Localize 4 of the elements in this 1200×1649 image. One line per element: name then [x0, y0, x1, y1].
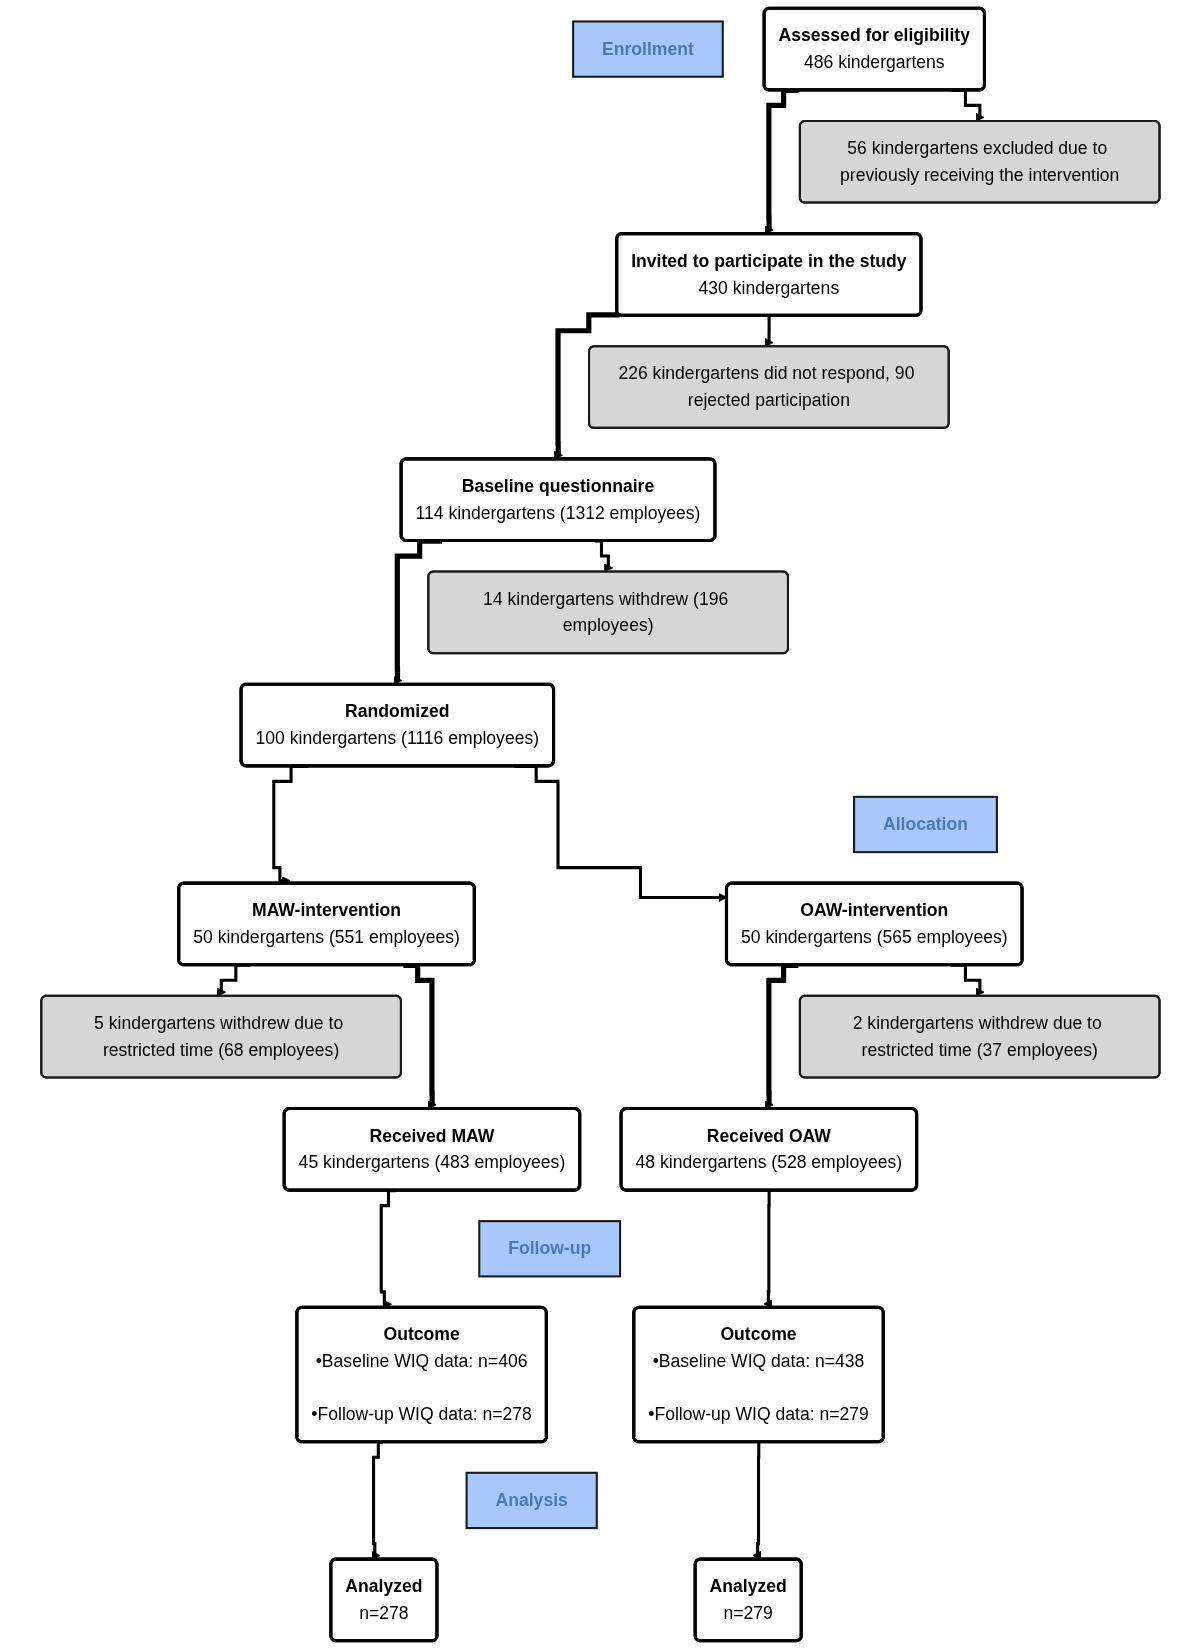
node-box: Analysis [465, 1471, 598, 1530]
node-box: Follow-up [477, 1220, 621, 1278]
node-box: Allocation [852, 795, 998, 854]
node-box: Enrollment [571, 20, 724, 78]
